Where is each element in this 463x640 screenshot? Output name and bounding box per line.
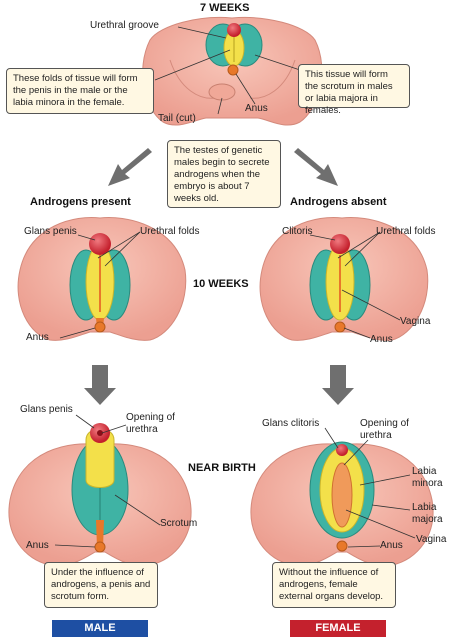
branch-arrows	[108, 148, 338, 186]
branch-androgens-present: Androgens present	[30, 196, 131, 208]
label-anus-male-10wk: Anus	[26, 332, 49, 343]
branch-androgens-absent: Androgens absent	[290, 196, 387, 208]
anus-female-birth-shape	[336, 540, 348, 552]
arrow-right	[294, 148, 338, 186]
male-week10	[17, 217, 187, 341]
anus-male-birth-shape	[94, 541, 106, 553]
down-arrows	[84, 365, 354, 405]
male-birth	[8, 414, 192, 567]
label-glans-penis-10wk: Glans penis	[24, 226, 77, 237]
label-opening-urethra-female: Opening of urethra	[360, 418, 409, 441]
anus-male10-shape	[94, 321, 106, 333]
tail-shape	[208, 83, 236, 101]
label-clitoris: Clitoris	[282, 226, 313, 237]
week7-embryo	[142, 16, 323, 126]
label-labia-minora: Labia minora	[412, 466, 443, 489]
label-urethral-folds-male: Urethral folds	[140, 226, 200, 237]
label-urethral-folds-female: Urethral folds	[376, 226, 436, 237]
note-male-result: Under the influence of androgens, a peni…	[44, 562, 158, 608]
label-anus-female-birth: Anus	[380, 540, 403, 551]
tag-female: FEMALE	[290, 620, 386, 637]
arrow-down-male	[84, 365, 116, 405]
glans-penis-shape	[89, 233, 111, 255]
note-folds: These folds of tissue will form the peni…	[6, 68, 154, 114]
label-anus-female-10wk: Anus	[370, 334, 393, 345]
tag-male: MALE	[52, 620, 148, 637]
anus-week7	[227, 64, 239, 76]
anus-female10-shape	[334, 321, 346, 333]
label-tail-cut: Tail (cut)	[158, 113, 196, 124]
note-swellings: This tissue will form the scrotum in mal…	[298, 64, 410, 116]
label-urethral-groove: Urethral groove	[90, 20, 159, 31]
stage-title-7-weeks: 7 WEEKS	[200, 2, 250, 14]
label-scrotum: Scrotum	[160, 518, 198, 529]
label-labia-majora: Labia majora	[412, 502, 443, 525]
note-testes-androgens: The testes of genetic males begin to sec…	[167, 140, 281, 208]
note-female-result: Without the influence of androgens, fema…	[272, 562, 396, 608]
arrow-down-female	[322, 365, 354, 405]
label-opening-urethra-male: Opening of urethra	[126, 412, 175, 435]
arrow-left	[108, 148, 152, 186]
label-glans-clitoris: Glans clitoris	[262, 418, 320, 429]
female-birth	[250, 427, 434, 567]
label-anus-week7: Anus	[245, 103, 268, 114]
stage-title-near-birth: NEAR BIRTH	[188, 462, 256, 474]
label-glans-penis-birth: Glans penis	[20, 404, 73, 415]
stage-title-10-weeks: 10 WEEKS	[193, 278, 249, 290]
clitoris-shape	[330, 234, 350, 254]
label-vagina-10wk: Vagina	[400, 316, 431, 327]
genital-tubercle	[227, 23, 241, 37]
female-week10	[259, 217, 429, 341]
label-vagina-birth: Vagina	[416, 534, 447, 545]
label-anus-male-birth: Anus	[26, 540, 49, 551]
glans-clitoris-shape	[336, 444, 348, 456]
